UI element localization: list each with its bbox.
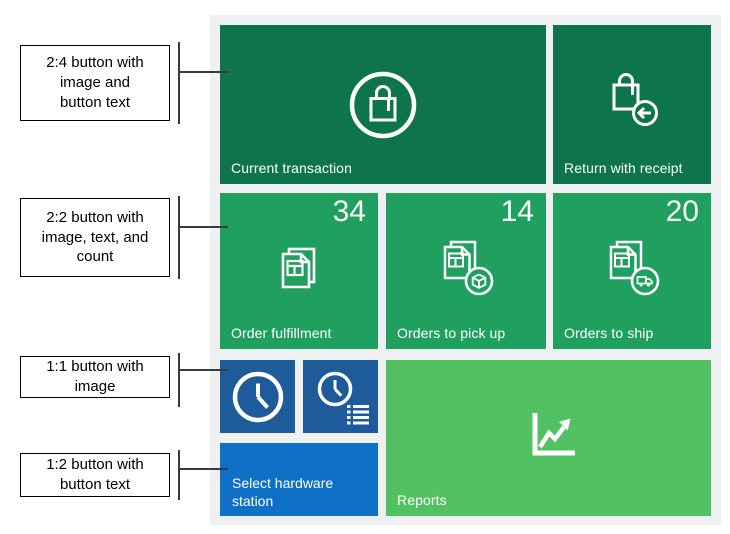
shopping-bag-circle-icon (347, 69, 419, 141)
tile-label: Current transaction (231, 160, 352, 176)
connector-line (179, 71, 228, 73)
clock-list-icon (310, 368, 372, 426)
clock-list-tile[interactable] (303, 360, 378, 433)
connector-line (178, 42, 180, 124)
order-fulfillment-tile[interactable]: 34 Order fulfillment (220, 193, 378, 349)
annotation-label: 1:2 button with button text (46, 456, 144, 493)
clock-icon (230, 369, 286, 425)
annotation-label: 2:4 button with image and button text (46, 54, 144, 111)
shopping-bag-return-arrow-icon (602, 69, 662, 127)
connector-line (179, 369, 228, 371)
chart-growth-arrow-icon (513, 400, 585, 466)
annotation-label: 2:2 button with image, text, and count (41, 208, 149, 266)
tile-count: 34 (332, 195, 366, 228)
connector-line (178, 353, 180, 407)
annotation-box-1-2: 1:2 button with button text (20, 453, 170, 497)
reports-tile[interactable]: Reports (386, 360, 711, 516)
tile-label: Reports (397, 492, 447, 508)
tile-panel: Current transaction Return with receipt … (210, 15, 721, 525)
annotation-box-1-1: 1:1 button with image (20, 356, 170, 398)
documents-package-icon (435, 238, 497, 298)
stacked-documents-icon (274, 243, 324, 293)
tile-count: 14 (500, 195, 534, 228)
current-transaction-tile[interactable]: Current transaction (220, 25, 546, 184)
connector-line (179, 468, 228, 470)
tile-label: Orders to pick up (397, 325, 506, 341)
tile-label: Return with receipt (564, 160, 683, 176)
clock-tile[interactable] (220, 360, 295, 433)
select-hardware-station-tile[interactable]: Select hardware station (220, 443, 378, 516)
orders-to-ship-tile[interactable]: 20 Orders to ship (553, 193, 711, 349)
annotation-box-2-4: 2:4 button with image and button text (20, 45, 170, 121)
annotation-label: 1:1 button with image (46, 358, 144, 395)
tile-count: 20 (665, 195, 699, 228)
tile-label: Select hardware station (232, 474, 334, 509)
return-with-receipt-tile[interactable]: Return with receipt (553, 25, 711, 184)
orders-to-pick-up-tile[interactable]: 14 Orders to pick up (386, 193, 546, 349)
documents-truck-icon (601, 238, 663, 298)
tile-label: Orders to ship (564, 325, 654, 341)
connector-line (178, 450, 180, 500)
connector-line (178, 196, 180, 279)
annotation-box-2-2: 2:2 button with image, text, and count (20, 198, 170, 277)
connector-line (179, 226, 228, 228)
tile-label: Order fulfillment (231, 325, 332, 341)
